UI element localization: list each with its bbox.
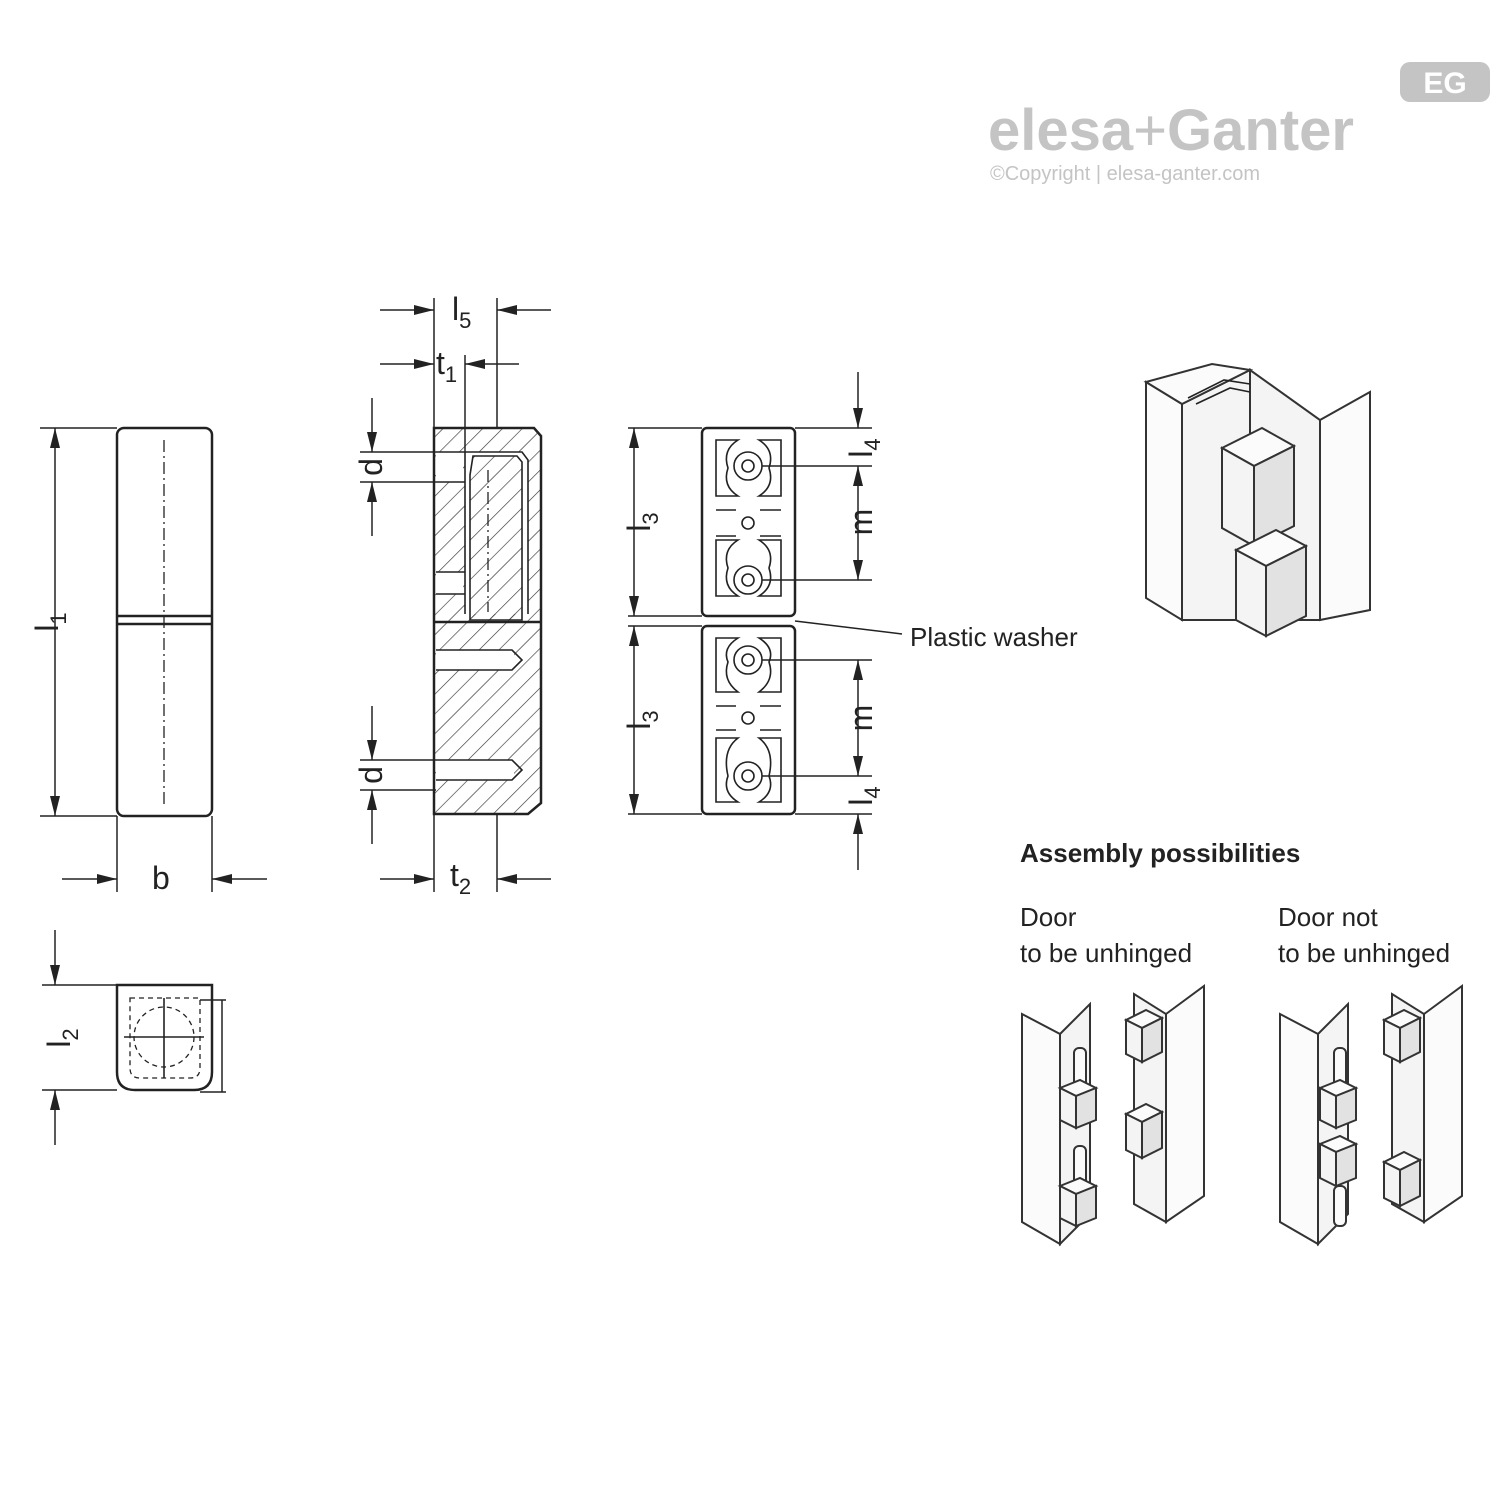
dim-l4-top: l4 xyxy=(843,438,885,457)
plastic-washer-label: Plastic washer xyxy=(910,622,1078,652)
dim-l4-bottom: l4 xyxy=(843,786,885,805)
dim-b: b xyxy=(152,860,170,896)
brand-logo: EG elesa+Ganter ©Copyright | elesa-gante… xyxy=(988,62,1490,185)
dim-l3-top: l3 xyxy=(621,512,663,531)
dim-d-bottom: d xyxy=(353,766,389,784)
dim-m-bottom: m xyxy=(843,705,879,732)
dim-m-top: m xyxy=(843,509,879,536)
iso-hinge-illustration xyxy=(1143,362,1371,638)
svg-text:l2: l2 xyxy=(41,1028,83,1047)
copyright-text: ©Copyright | elesa-ganter.com xyxy=(990,163,1260,185)
dim-d-top: d xyxy=(353,458,389,476)
svg-text:d: d xyxy=(353,766,389,784)
svg-text:l3: l3 xyxy=(621,512,663,531)
svg-text:d: d xyxy=(353,458,389,476)
option2-line1: Door not xyxy=(1278,902,1378,932)
logo-mark-text: EG xyxy=(1423,67,1466,100)
svg-text:elesa+Ganter: elesa+Ganter xyxy=(988,98,1354,163)
svg-text:l4: l4 xyxy=(843,786,885,805)
option2-line2: to be unhinged xyxy=(1278,938,1450,968)
logo-plus: + xyxy=(1133,98,1167,163)
front-view xyxy=(40,426,267,892)
dim-t1: t1 xyxy=(436,345,457,387)
logo-ganter: Ganter xyxy=(1167,98,1354,163)
assembly-title: Assembly possibilities xyxy=(1020,838,1300,868)
svg-text:m: m xyxy=(843,509,879,536)
logo-mark-badge xyxy=(1400,62,1490,102)
side-view xyxy=(628,372,903,870)
option1-line1: Door xyxy=(1020,902,1077,932)
logo-elesa: elesa xyxy=(988,98,1134,163)
svg-text:l3: l3 xyxy=(621,710,663,729)
svg-text:l4: l4 xyxy=(843,438,885,457)
dim-l3-bottom: l3 xyxy=(621,710,663,729)
assembly-option-1 xyxy=(1021,984,1205,1247)
top-view xyxy=(42,930,226,1145)
svg-text:m: m xyxy=(843,705,879,732)
assembly-option-2 xyxy=(1279,984,1463,1247)
dim-l1: l1 xyxy=(29,612,71,631)
option1-line2: to be unhinged xyxy=(1020,938,1192,968)
dim-l2: l2 xyxy=(41,1028,83,1047)
dim-t2: t2 xyxy=(450,857,471,899)
section-view xyxy=(360,298,551,892)
dim-l5: l5 xyxy=(452,291,471,333)
svg-text:l1: l1 xyxy=(29,612,71,631)
